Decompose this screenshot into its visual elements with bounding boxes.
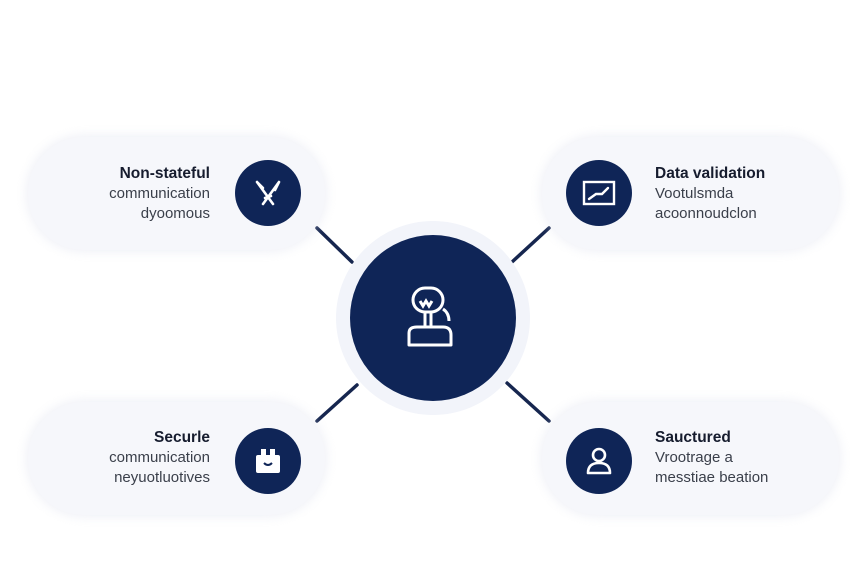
node-line: dyoomous <box>140 205 210 222</box>
connector-bottom-right <box>505 381 551 423</box>
node-line: Vootulsmda <box>655 185 734 202</box>
user-icon <box>566 428 632 494</box>
node-line: communication <box>109 185 210 202</box>
node-text: Securle communication neyuotluotives <box>10 428 210 488</box>
connector-bottom-left <box>315 383 359 423</box>
central-hub <box>350 235 516 401</box>
node-line: acoonnoudclon <box>655 205 757 222</box>
node-title: Data validation <box>655 165 766 182</box>
node-text: Sauctured Vrootrage a messtiae beation <box>655 428 855 488</box>
node-title: Securle <box>153 429 210 446</box>
node-line: Vrootrage a <box>655 449 733 466</box>
connector-top-right <box>510 226 551 264</box>
node-card-structured: Sauctured Vrootrage a messtiae beation <box>542 402 839 515</box>
node-card-non-stateful: Non-stateful communication dyoomous <box>28 137 325 250</box>
node-text: Non-stateful communication dyoomous <box>10 164 210 224</box>
node-card-secure: Securle communication neyuotluotives <box>28 402 325 515</box>
chart-window-icon <box>566 160 632 226</box>
node-line: neyuotluotives <box>114 469 210 486</box>
tools-icon <box>235 160 301 226</box>
node-card-data-validation: Data validation Vootulsmda acoonnoudclon <box>542 137 839 250</box>
node-line: communication <box>109 449 210 466</box>
node-line: messtiae beation <box>655 469 769 486</box>
node-text: Data validation Vootulsmda acoonnoudclon <box>655 164 855 224</box>
robot-user-icon <box>407 286 453 347</box>
node-title: Non-stateful <box>119 165 210 182</box>
lock-box-icon <box>235 428 301 494</box>
connector-top-left <box>315 226 354 264</box>
node-title: Sauctured <box>655 429 731 446</box>
